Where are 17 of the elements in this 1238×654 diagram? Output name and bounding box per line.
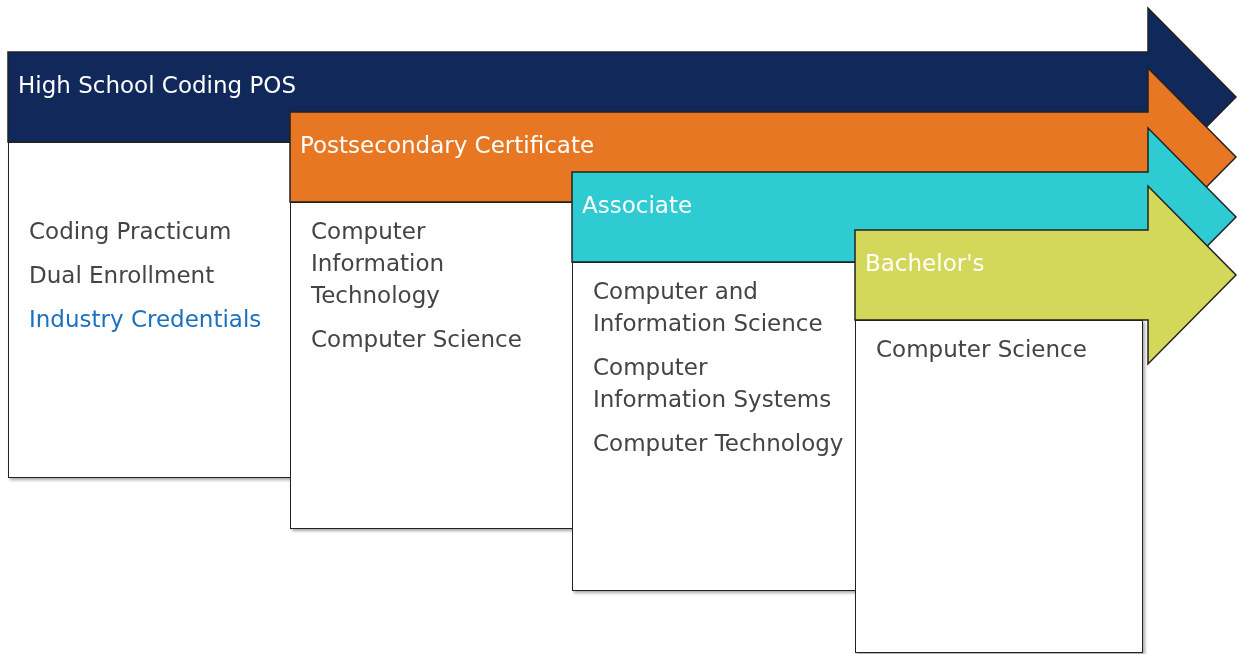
list-item: Computer Science [311,325,522,354]
band-title: Bachelor's [865,250,985,276]
list-item: Dual Enrollment [29,261,215,290]
band-title: Associate [582,192,693,218]
list-item: Coding Practicum [29,217,232,246]
content-box [8,142,291,478]
content-box [855,320,1143,653]
content-box [572,262,856,591]
list-item: Computer Technology [593,429,844,458]
content-box [290,202,573,529]
list-item: Computer Information Technology [311,217,446,310]
list-item: Computer Information Systems [593,353,833,414]
band-title: Postsecondary Certificate [300,132,595,158]
list-item: Computer and Information Science [593,277,824,338]
list-item: Computer Science [876,335,1087,364]
list-item: Industry Credentials [29,305,262,334]
band-title: High School Coding POS [18,72,297,98]
